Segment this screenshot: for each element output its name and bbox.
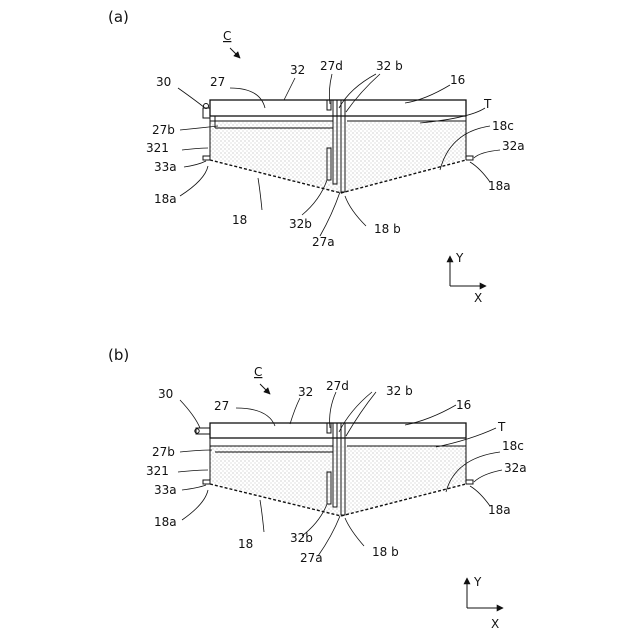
leader-30 xyxy=(178,88,205,108)
ref-32a: 32a xyxy=(504,461,527,475)
leader-27 xyxy=(230,88,265,108)
ref-t: T xyxy=(483,97,492,111)
y-axis-label: Y xyxy=(473,575,482,589)
ref-27a: 27a xyxy=(300,551,323,565)
axes-indicator: Y X xyxy=(467,575,503,631)
flange-32a xyxy=(466,156,473,160)
ref-18a-right: 18a xyxy=(488,503,511,517)
leader-18b xyxy=(345,196,366,226)
leader-27a xyxy=(320,192,340,236)
leader-18a-right xyxy=(470,486,490,506)
ref-32b-bottom: 32b xyxy=(290,531,313,545)
ref-27b: 27b xyxy=(152,123,175,137)
panel-a: (a) C xyxy=(108,8,525,305)
pin-30 xyxy=(195,429,199,433)
ref-321: 321 xyxy=(146,141,169,155)
flange-33a xyxy=(203,480,210,484)
leader-18a-left xyxy=(180,166,208,196)
ref-32b-top: 32 b xyxy=(386,384,413,398)
panel-label: (b) xyxy=(108,346,129,364)
ref-27d: 27d xyxy=(320,59,343,73)
ref-321: 321 xyxy=(146,464,169,478)
leader-16 xyxy=(405,405,456,425)
leader-321 xyxy=(178,470,208,472)
top-plate-16 xyxy=(210,100,466,116)
ref-33a: 33a xyxy=(154,160,177,174)
panel-b: (b) C xyxy=(108,346,527,631)
top-plate-16 xyxy=(210,423,466,438)
leader-30 xyxy=(180,400,200,428)
leader-27b xyxy=(180,450,212,452)
ref-27d: 27d xyxy=(326,379,349,393)
ref-32: 32 xyxy=(298,385,313,399)
ref-c: C xyxy=(254,365,262,379)
filling-18 xyxy=(210,446,466,516)
ref-32: 32 xyxy=(290,63,305,77)
leader-18a-left xyxy=(182,490,208,520)
ref-30: 30 xyxy=(156,75,171,89)
ref-18a-left: 18a xyxy=(154,192,177,206)
ref-32a: 32a xyxy=(502,139,525,153)
panel-label: (a) xyxy=(108,8,129,26)
leader-33a xyxy=(182,485,206,490)
ref-32b-bottom: 32b xyxy=(289,217,312,231)
ref-18c: 18c xyxy=(492,119,514,133)
axes-indicator: Y X xyxy=(450,251,486,305)
ref-18: 18 xyxy=(232,213,247,227)
slot-27d xyxy=(327,423,331,433)
ref-27b: 27b xyxy=(152,445,175,459)
ref-33a: 33a xyxy=(154,483,177,497)
leader-18a-right xyxy=(470,162,490,182)
ref-18a-right: 18a xyxy=(488,179,511,193)
ref-30: 30 xyxy=(158,387,173,401)
ref-18c: 18c xyxy=(502,439,524,453)
leader-18 xyxy=(258,178,262,210)
leader-32 xyxy=(290,398,300,424)
y-axis-label: Y xyxy=(455,251,464,265)
c-arrow xyxy=(260,384,270,394)
ref-18b: 18 b xyxy=(374,222,401,236)
x-axis-label: X xyxy=(474,291,482,305)
ref-16: 16 xyxy=(456,398,471,412)
ref-18a-left: 18a xyxy=(154,515,177,529)
ref-18: 18 xyxy=(238,537,253,551)
ref-27a: 27a xyxy=(312,235,335,249)
filling-18 xyxy=(210,121,466,193)
tab-30 xyxy=(203,108,210,118)
ref-32b-top: 32 b xyxy=(376,59,403,73)
ref-c: C xyxy=(223,29,231,43)
c-arrow xyxy=(230,48,240,58)
leader-18 xyxy=(260,500,264,532)
slot-27d xyxy=(327,100,331,110)
ref-t: T xyxy=(497,420,506,434)
leader-32 xyxy=(284,78,295,100)
ref-27: 27 xyxy=(214,399,229,413)
ref-16: 16 xyxy=(450,73,465,87)
leader-32a xyxy=(474,150,500,158)
leader-32a xyxy=(474,470,502,482)
leader-321 xyxy=(182,148,208,150)
ref-27: 27 xyxy=(210,75,225,89)
ref-18b: 18 b xyxy=(372,545,399,559)
leader-27a xyxy=(318,516,340,556)
leader-18b xyxy=(345,518,364,546)
leader-33a xyxy=(184,161,206,167)
flange-32a xyxy=(466,480,473,484)
flange-33a xyxy=(203,156,210,160)
x-axis-label: X xyxy=(491,617,499,631)
